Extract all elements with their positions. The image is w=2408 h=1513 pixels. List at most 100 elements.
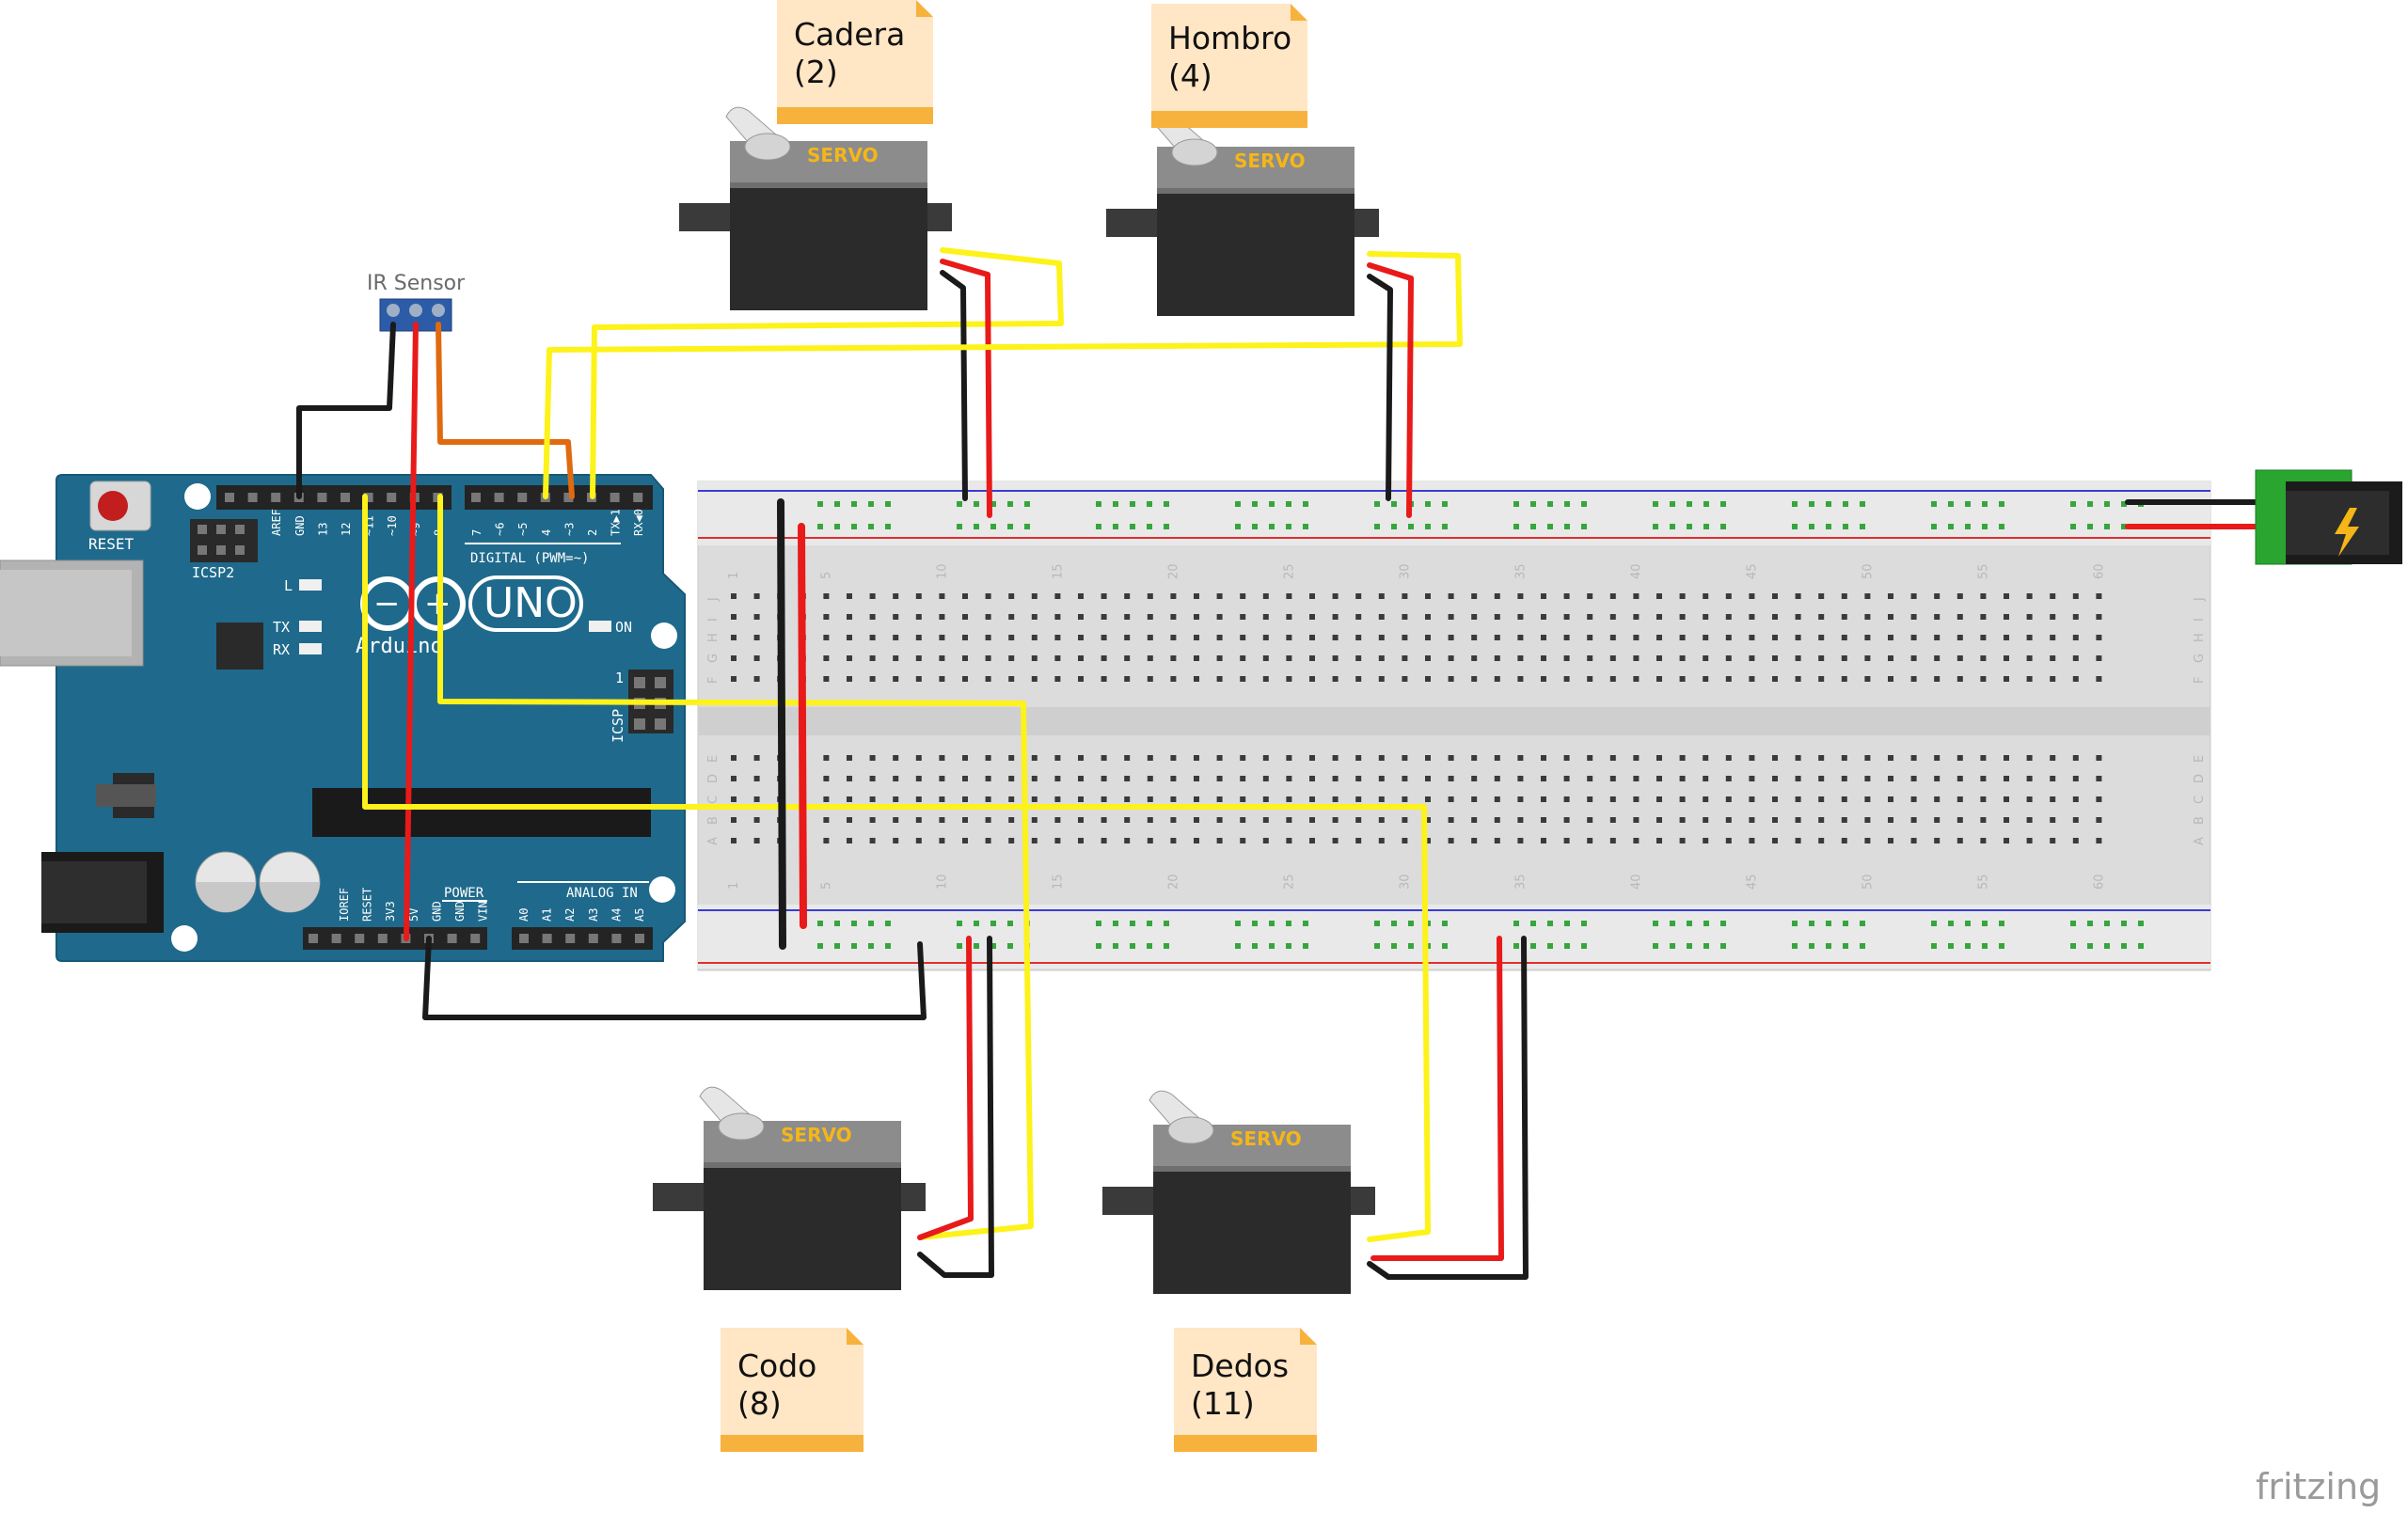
digital-pin-label: 2 (586, 529, 599, 536)
column-number-bottom: 50 (1861, 874, 1875, 890)
column-number-bottom: 55 (1976, 874, 1990, 890)
digital-pin-label: ~5 (516, 523, 530, 536)
led-rx-label: RX (273, 641, 290, 658)
lightning-icon (2335, 508, 2359, 557)
column-number-top: 30 (1398, 563, 1412, 579)
column-number-bottom: 20 (1166, 874, 1180, 890)
row-letter: J (2193, 597, 2207, 602)
row-letter: C (2193, 796, 2207, 804)
row-letter: D (706, 774, 721, 783)
hombro-signal-wire (543, 251, 1463, 499)
dedos-gnd-wire (1367, 936, 1529, 1280)
uno-label: UNO (483, 579, 578, 627)
digital-pin-label: 7 (470, 529, 483, 536)
row-letter: A (706, 837, 721, 845)
ir-vcc-wire (404, 322, 419, 941)
icsp2-header (190, 519, 258, 562)
analog-header (512, 927, 653, 950)
note-pin: (8) (737, 1385, 782, 1422)
note-title: Codo (737, 1348, 816, 1384)
row-letter: F (2193, 677, 2207, 684)
row-letter: H (706, 633, 721, 642)
column-number-top: 5 (819, 572, 833, 579)
servo-codo: SERVO (653, 1086, 926, 1290)
note-title: Hombro (1168, 20, 1291, 56)
power-pin-label: 5V (407, 908, 420, 922)
row-letter: D (2193, 774, 2207, 783)
codo-gnd-wire (917, 936, 994, 1278)
row-letter: C (706, 796, 721, 804)
column-number-bottom: 25 (1282, 874, 1296, 890)
cadera-signal-wire (590, 247, 1064, 499)
digital-pin-label: ~6 (494, 523, 507, 536)
power-pin-label: VIN (477, 901, 490, 922)
analog-pin-label: A0 (517, 908, 531, 922)
column-number-bottom: 35 (1513, 874, 1528, 890)
column-number-top: 20 (1166, 563, 1180, 579)
power-jack (2255, 469, 2402, 565)
row-letter: G (706, 654, 721, 663)
rail-bridge-vcc (798, 523, 807, 929)
servo-brand-label: SERVO (807, 144, 879, 166)
led-on-label: ON (615, 619, 632, 636)
note-hombro: Hombro(4) (1151, 4, 1307, 128)
power-pin-label: GND (453, 901, 467, 922)
ir-signal-wire (436, 322, 575, 499)
icsp-label: ICSP (610, 709, 626, 743)
column-number-top: 55 (1976, 563, 1990, 579)
row-letter: G (2193, 654, 2207, 663)
reset-label: RESET (88, 535, 135, 553)
note-pin: (11) (1191, 1385, 1255, 1422)
servo-brand-label: SERVO (1234, 150, 1306, 172)
column-number-bottom: 45 (1745, 874, 1759, 890)
column-number-bottom: 1 (727, 882, 741, 890)
digital-pin-label: 4 (540, 529, 553, 536)
icsp2-label: ICSP2 (192, 564, 234, 581)
led-l-label: L (284, 577, 293, 594)
power-pin-label: GND (430, 901, 443, 922)
row-letter: B (2193, 816, 2207, 825)
servo-hombro: SERVO (1106, 112, 1379, 316)
small-chip (216, 623, 263, 670)
note-pin: (4) (1168, 57, 1212, 94)
note-cadera: Cadera(2) (777, 0, 933, 124)
ir-gnd-wire (296, 322, 396, 499)
servo-brand-label: SERVO (781, 1124, 852, 1146)
led-l (299, 579, 322, 591)
hombro-gnd-wire (1367, 274, 1393, 501)
arduino-gnd-wire (422, 936, 927, 1020)
analog-pin-label: A2 (563, 908, 577, 922)
row-letter: H (2193, 633, 2207, 642)
column-number-bottom: 60 (2092, 874, 2106, 890)
icsp-pin1-label: 1 (615, 670, 624, 686)
digital-pin-label: 13 (316, 523, 329, 536)
digital-header-right (465, 485, 653, 510)
note-dedos: Dedos(11) (1174, 1328, 1317, 1452)
note-title: Cadera (794, 16, 905, 53)
digital-pin-label: TX▶1 (610, 509, 623, 536)
power-pin-label: 3V3 (384, 901, 397, 922)
column-number-top: 1 (727, 572, 741, 579)
dedos-vcc-wire (1370, 936, 1504, 1261)
digital-pin-label: GND (293, 515, 307, 536)
power-pin-label: RESET (361, 888, 374, 922)
column-number-bottom: 5 (819, 882, 833, 890)
column-number-top: 35 (1513, 563, 1528, 579)
servo-dedos: SERVO (1102, 1090, 1375, 1294)
column-number-bottom: 10 (935, 874, 949, 890)
row-letter: I (2193, 618, 2207, 622)
analog-pin-label: A4 (610, 908, 623, 922)
row-letter: I (706, 618, 721, 622)
power-header (303, 927, 487, 950)
digital-pin-label: AREF (270, 509, 283, 536)
dedos-signal-wire (362, 494, 1431, 1242)
note-codo: Codo(8) (721, 1328, 863, 1452)
digital-pin-label: ~3 (562, 523, 576, 536)
column-number-bottom: 40 (1629, 874, 1643, 890)
